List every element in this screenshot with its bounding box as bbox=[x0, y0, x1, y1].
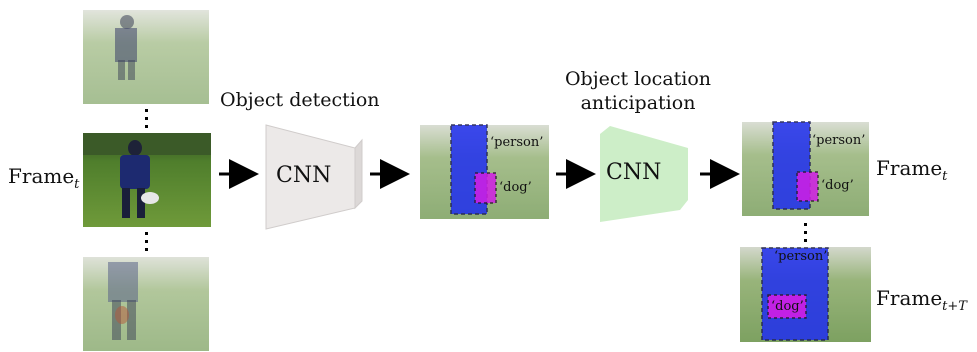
person-bounding-box-tT bbox=[761, 247, 829, 341]
dog-tag-3: ‘dog’ bbox=[771, 299, 804, 314]
cnn-anticipation-label: CNN bbox=[606, 160, 662, 185]
cnn-detection-block bbox=[265, 124, 363, 230]
object-detection-caption: Object detection bbox=[220, 88, 380, 112]
frame-t-right-text: Frame bbox=[876, 156, 943, 180]
frame-t-right-sub: t bbox=[942, 169, 948, 184]
dog-bounding-box bbox=[474, 172, 497, 204]
frame-tT-output bbox=[740, 247, 871, 342]
object-location-line1: Object location bbox=[564, 68, 712, 90]
object-detection-text: Object detection bbox=[220, 89, 380, 111]
frame-tT-right-sub: t+T bbox=[942, 299, 967, 314]
frame-tT-right-text: Frame bbox=[876, 286, 943, 310]
frame-t-output bbox=[742, 121, 869, 216]
person-tag-2: ‘person’ bbox=[812, 133, 866, 148]
dots-right bbox=[804, 223, 807, 242]
frame-t-left-text: Frame bbox=[8, 164, 75, 188]
dog-bounding-box-t bbox=[796, 171, 819, 202]
object-location-line2: anticipation bbox=[580, 92, 696, 114]
dog-bounding-box-tT bbox=[767, 294, 807, 319]
frame-top-thumbnail bbox=[83, 10, 209, 104]
dots-upper bbox=[145, 109, 148, 128]
detection-output-frame bbox=[420, 124, 549, 219]
person-tag-3: ‘person’ bbox=[774, 249, 828, 264]
object-location-caption: Object location anticipation bbox=[562, 67, 714, 115]
dots-lower bbox=[145, 232, 148, 251]
frame-t-thumbnail bbox=[83, 133, 211, 227]
frame-bottom-thumbnail bbox=[83, 257, 209, 351]
cnn-detection-label: CNN bbox=[276, 163, 332, 188]
person-tag-1: ‘person’ bbox=[490, 135, 544, 150]
frame-tT-right-label: Framet+T bbox=[876, 286, 967, 314]
frame-t-left-label: Framet bbox=[8, 164, 79, 192]
dog-tag-2: ‘dog’ bbox=[821, 178, 854, 193]
frame-t-right-label: Framet bbox=[876, 156, 947, 184]
frame-t-left-sub: t bbox=[74, 177, 80, 192]
dog-tag-1: ‘dog’ bbox=[499, 180, 532, 195]
cnn-anticipation-block bbox=[600, 126, 688, 222]
